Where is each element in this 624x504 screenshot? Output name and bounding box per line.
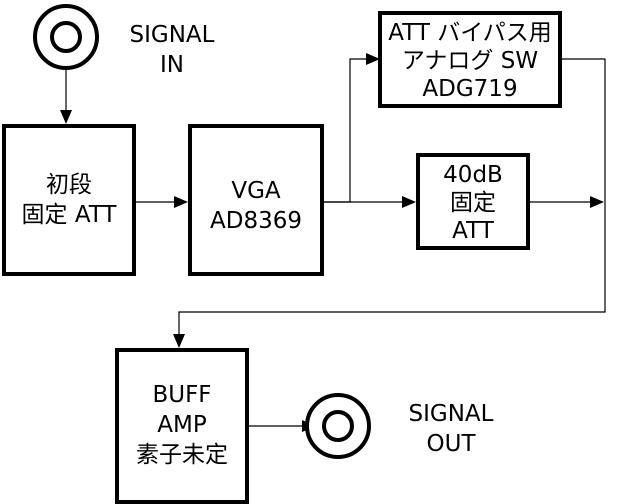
signal-in-label-line-2: IN	[160, 52, 184, 78]
fixed-att-block	[416, 153, 530, 250]
buff-amp-label-line-3: 素子未定	[136, 442, 228, 468]
initial-att-label-line-2: 固定 ATT	[22, 202, 118, 228]
vga-label-line-2: AD8369	[210, 208, 302, 234]
fixed-att-label-line-3: ATT	[452, 218, 495, 244]
wire-fixed-att-output	[530, 196, 604, 208]
wire-in-to-initial-att	[60, 68, 72, 124]
vga-label-line-1: VGA	[231, 178, 281, 204]
buff-amp-label-line-2: AMP	[157, 412, 207, 438]
signal-out-label-line-2: OUT	[427, 431, 477, 457]
bypass-sw-label-line-1: ATT バイパス用	[388, 20, 552, 46]
signal-in-jack-inner	[50, 21, 82, 53]
signal-out-label-line-1: SIGNAL	[409, 401, 494, 427]
wire-sum-to-buff-amp	[173, 202, 606, 348]
fixed-att-label-line-1: 40dB	[443, 162, 503, 188]
wire-bypass-sw-output	[562, 58, 606, 202]
wire-initial-att-to-vga	[136, 196, 188, 208]
bypass-sw-label-line-2: アナログ SW	[402, 48, 538, 74]
initial-att-block	[2, 124, 136, 276]
vga-block	[188, 124, 324, 276]
wire-vga-to-bypass-sw	[324, 53, 380, 203]
bypass-sw-block	[378, 11, 562, 108]
buff-amp-label-line-1: BUFF	[152, 382, 211, 408]
signal-out-jack-inner	[322, 410, 354, 442]
bypass-sw-label-line-3: ADG719	[422, 76, 517, 102]
signal-in-label-line-1: SIGNAL	[130, 22, 215, 48]
fixed-att-label-line-2: 固定	[450, 190, 496, 216]
initial-att-label-line-1: 初段	[46, 172, 92, 198]
buff-amp-block	[115, 348, 249, 504]
signal-out-connector	[305, 393, 371, 459]
signal-in-connector	[33, 4, 99, 70]
